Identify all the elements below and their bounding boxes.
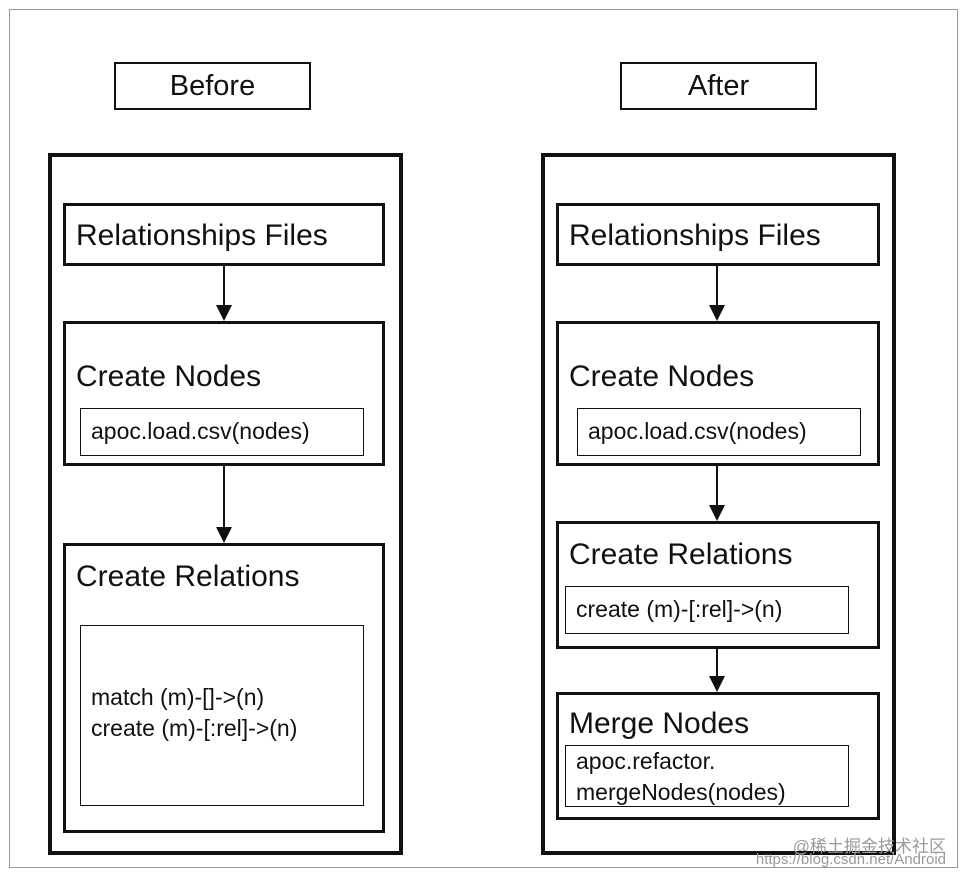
after-relationships-files-label: Relationships Files (569, 219, 821, 252)
after-create-relations-box: Create Relations create (m)-[:rel]->(n) (556, 521, 880, 649)
before-header-label: Before (169, 69, 256, 102)
after-merge-nodes-code-line: apoc.refactor. (576, 748, 716, 774)
before-create-relations-code-line: match (m)-[]->(n) (91, 684, 265, 710)
after-arrow-3 (709, 649, 725, 692)
after-merge-nodes-title: Merge Nodes (569, 707, 750, 740)
watermark-site: @稀土掘金技术社区 (792, 837, 946, 856)
before-create-nodes-box: Create Nodes apoc.load.csv(nodes) (63, 321, 385, 466)
after-arrow-1 (709, 266, 725, 321)
before-create-relations-code-line: create (m)-[:rel]->(n) (91, 715, 298, 741)
after-create-relations-code: create (m)-[:rel]->(n) (576, 596, 783, 622)
before-column (48, 153, 403, 855)
after-create-nodes-code-box: apoc.load.csv(nodes) (577, 408, 861, 456)
watermark-url: https://blog.csdn.net/Android (755, 851, 946, 868)
after-relationships-files-box: Relationships Files (556, 203, 880, 266)
after-header: After (620, 62, 817, 110)
after-header-label: After (687, 69, 750, 102)
after-merge-nodes-code-box: apoc.refactor. mergeNodes(nodes) (565, 745, 849, 807)
before-header: Before (114, 62, 311, 110)
before-create-relations-box: Create Relations match (m)-[]->(n) creat… (63, 543, 385, 833)
after-create-relations-code-box: create (m)-[:rel]->(n) (565, 586, 849, 634)
after-arrow-2 (709, 466, 725, 521)
before-create-relations-title: Create Relations (76, 560, 300, 593)
before-arrow-2 (216, 466, 232, 543)
after-create-relations-title: Create Relations (569, 538, 793, 571)
before-arrow-1 (216, 266, 232, 321)
before-create-nodes-title: Create Nodes (76, 360, 262, 393)
before-create-nodes-code: apoc.load.csv(nodes) (91, 418, 310, 444)
diagram-frame (9, 9, 958, 868)
before-relationships-files-label: Relationships Files (76, 219, 328, 252)
before-create-nodes-code-box: apoc.load.csv(nodes) (80, 408, 364, 456)
before-relationships-files-box: Relationships Files (63, 203, 385, 266)
after-merge-nodes-box: Merge Nodes apoc.refactor. mergeNodes(no… (556, 692, 880, 820)
before-create-relations-code-box: match (m)-[]->(n) create (m)-[:rel]->(n) (80, 625, 364, 806)
after-merge-nodes-code-line: mergeNodes(nodes) (576, 779, 786, 805)
after-column (541, 153, 896, 855)
after-create-nodes-code: apoc.load.csv(nodes) (588, 418, 807, 444)
after-create-nodes-box: Create Nodes apoc.load.csv(nodes) (556, 321, 880, 466)
after-create-nodes-title: Create Nodes (569, 360, 755, 393)
